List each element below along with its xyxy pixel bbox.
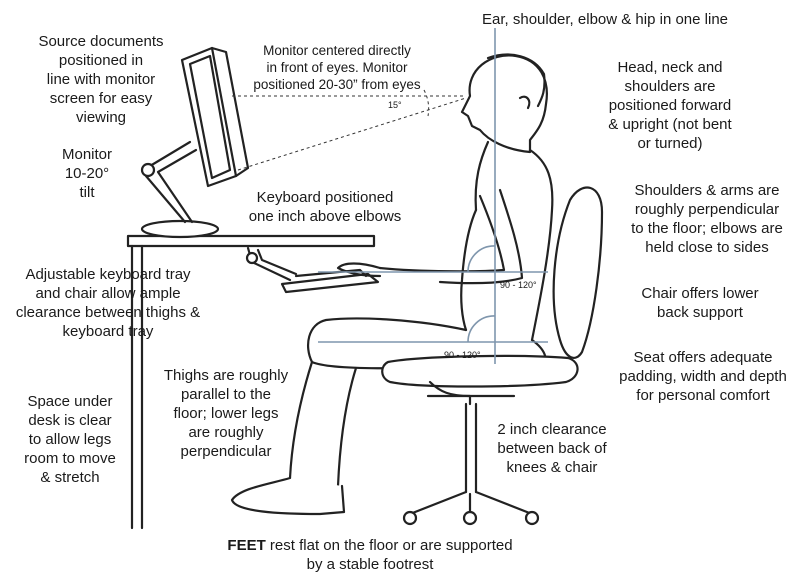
keyboard-tray-label: Adjustable keyboard tray and chair allow… xyxy=(8,265,208,341)
thighs-label: Thighs are roughly parallel to the floor… xyxy=(146,366,306,461)
seat-padding-label: Seat offers adequate padding, width and … xyxy=(598,348,808,405)
monitor-tilt-label: Monitor 10-20° tilt xyxy=(42,145,132,202)
head-neck-label: Head, neck and shoulders are positioned … xyxy=(570,58,770,153)
monitor-centered-label: Monitor centered directly in front of ey… xyxy=(232,42,442,93)
keyboard-position-label: Keyboard positioned one inch above elbow… xyxy=(225,188,425,226)
sight-lines xyxy=(232,90,466,170)
shoulders-arms-label: Shoulders & arms are roughly perpendicul… xyxy=(612,181,802,257)
space-under-desk-label: Space under desk is clear to allow legs … xyxy=(10,392,130,487)
feet-caption: FEET rest flat on the floor or are suppo… xyxy=(150,536,590,574)
keyboard-tray xyxy=(247,248,378,292)
feet-emphasis: FEET xyxy=(227,537,265,554)
chair-support-label: Chair offers lower back support xyxy=(615,284,785,322)
elbow-angle-label: 90 - 120° xyxy=(500,280,537,290)
source-documents-label: Source documents positioned in line with… xyxy=(6,32,196,127)
feet-rest-text: rest flat on the floor or are supported … xyxy=(266,537,513,573)
hip-angle-label: 90 - 120° xyxy=(444,350,481,360)
alignment-title: Ear, shoulder, elbow & hip in one line xyxy=(455,10,755,29)
clearance-label: 2 inch clearance between back of knees &… xyxy=(482,420,622,477)
view-angle-label: 15° xyxy=(388,100,402,110)
